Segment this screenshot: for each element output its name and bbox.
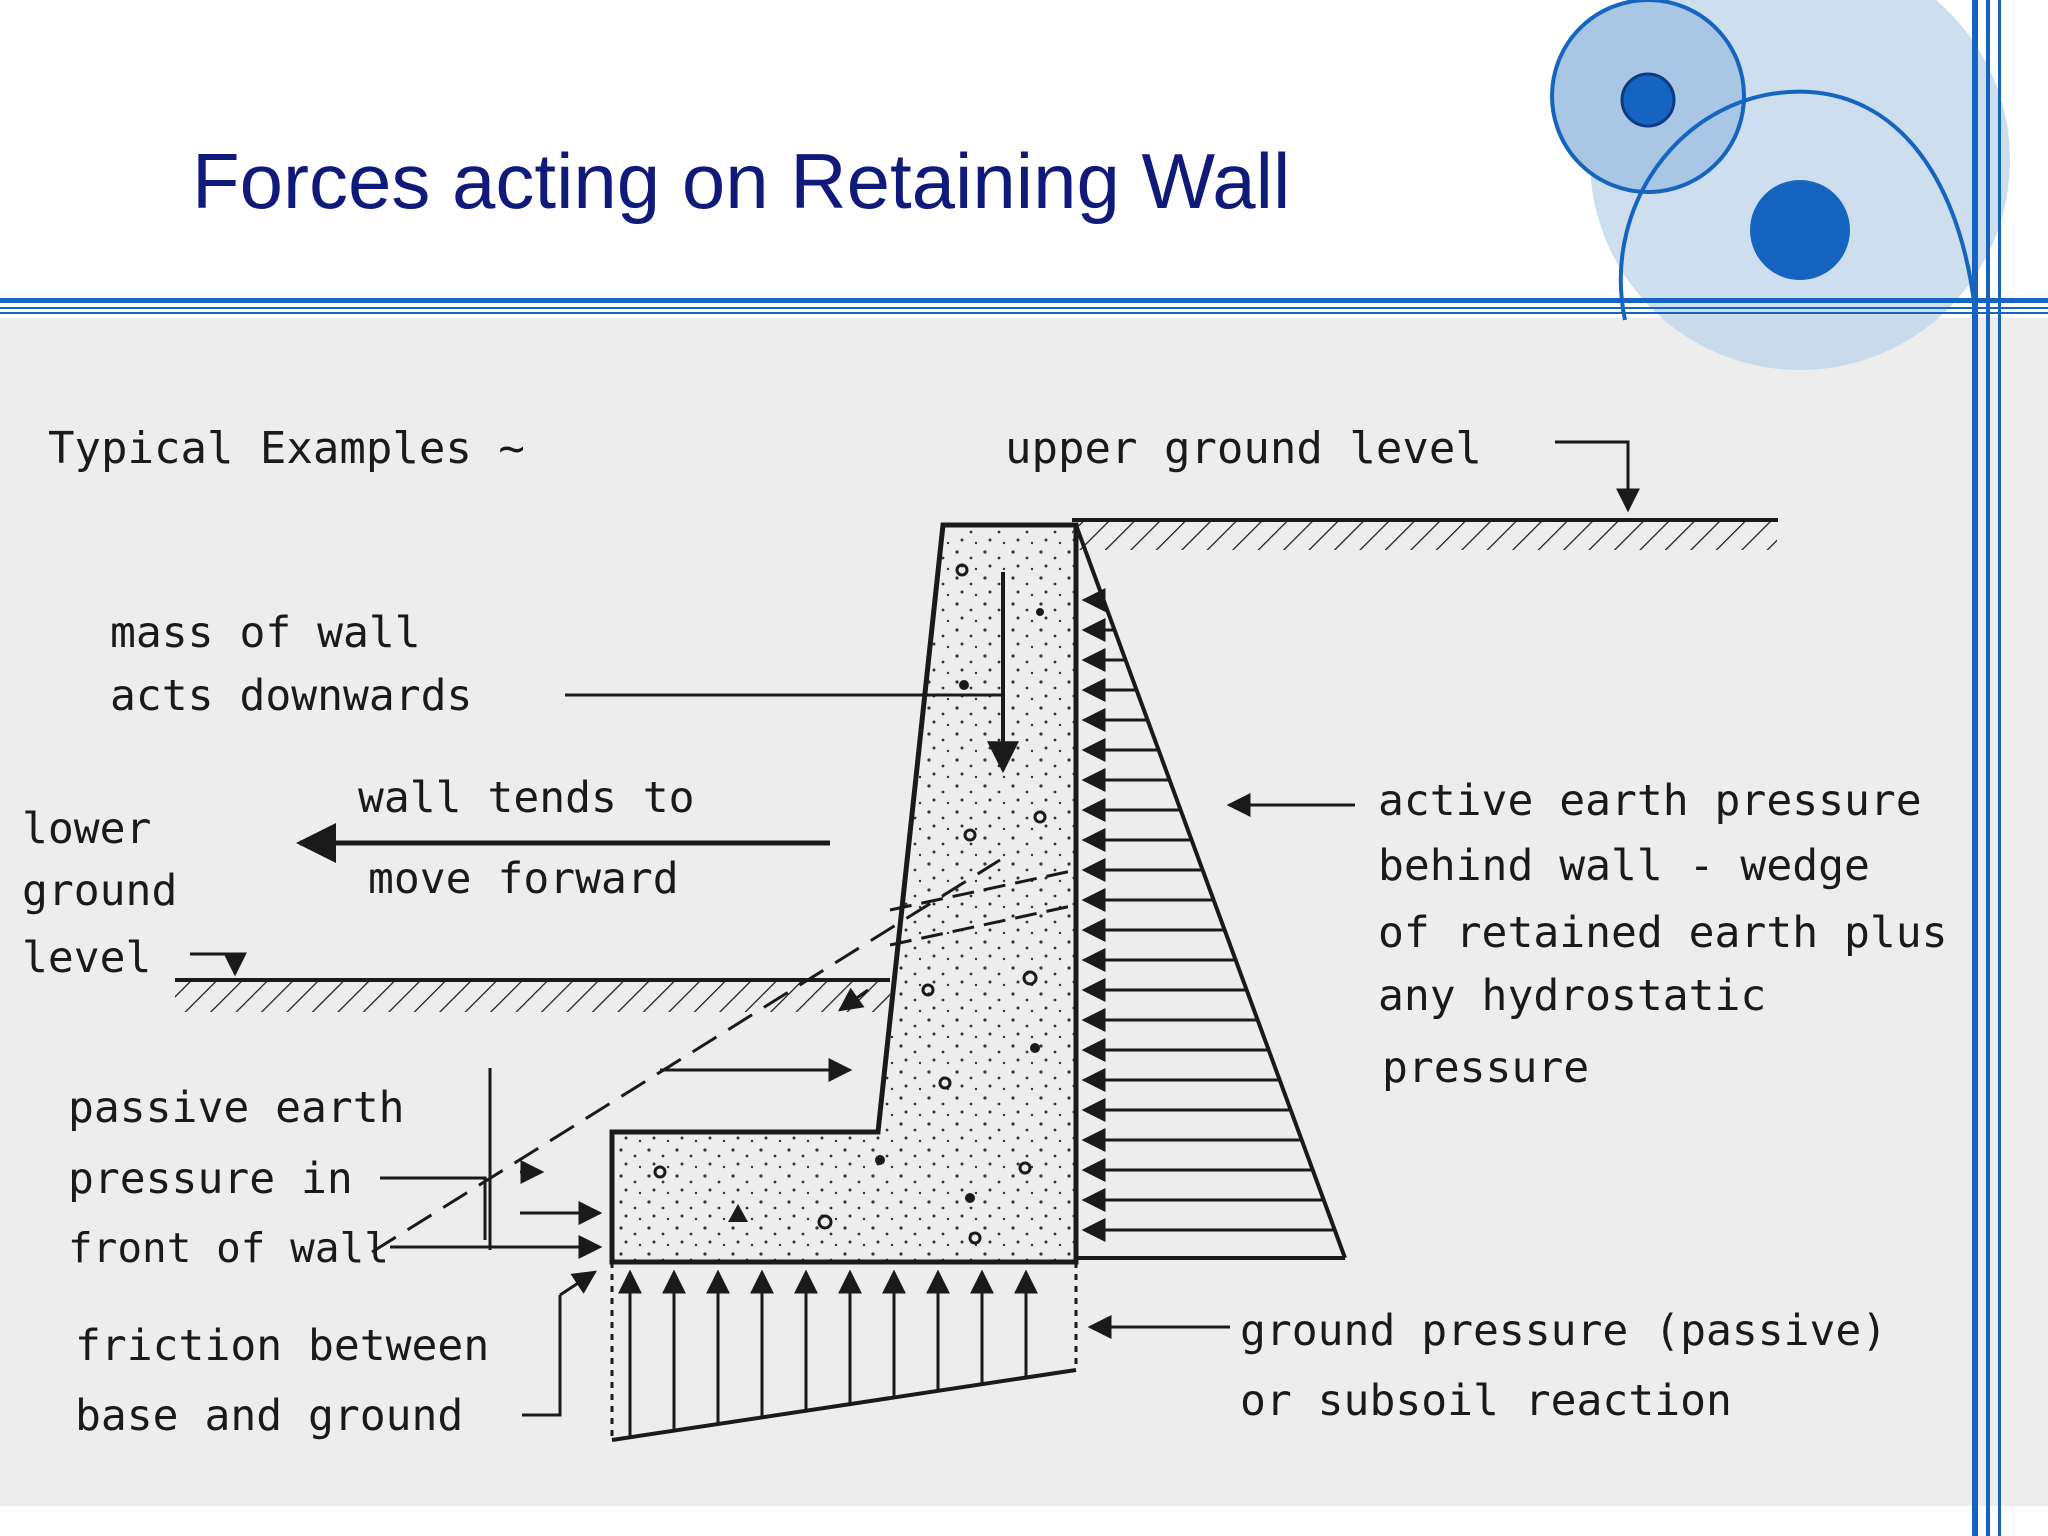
active-pressure-diagram — [1074, 524, 1355, 1260]
decorative-circles — [1550, 0, 2010, 1536]
label-mass-line-1: mass of wall — [110, 608, 421, 658]
label-active-line-1: active earth pressure — [1378, 776, 1922, 826]
diagram-labels: Typical Examples ~ upper ground level ma… — [22, 423, 1948, 1441]
label-lower-line-3: level — [22, 933, 151, 983]
arc — [1618, 89, 1977, 321]
base-reaction-diagram — [610, 1262, 1230, 1442]
label-passive-line-1: passive earth — [68, 1083, 405, 1133]
right-edge-line-2 — [1986, 0, 1990, 1536]
label-ground-line-2: or subsoil reaction — [1240, 1376, 1732, 1426]
label-active-line-5: pressure — [1382, 1043, 1589, 1093]
passive-pressure-arrows — [380, 987, 869, 1259]
right-edge-line-1 — [1972, 0, 1978, 1536]
header-separator — [0, 298, 2048, 314]
label-ground-line-1: ground pressure (passive) — [1240, 1306, 1887, 1356]
label-mass-line-2: acts downwards — [110, 671, 472, 721]
label-lower-line-2: ground — [22, 866, 177, 916]
label-passive-line-3: front of wall — [68, 1224, 389, 1272]
small-dot — [1620, 72, 1676, 128]
upper-ground — [1072, 440, 1778, 550]
label-tends-line-2: move forward — [368, 854, 679, 904]
friction-arrow — [522, 1270, 598, 1417]
label-active-line-3: of retained earth plus — [1378, 908, 1948, 958]
label-lower-line-1: lower — [22, 804, 151, 854]
lower-ground — [175, 952, 890, 1012]
wall-section — [609, 522, 1079, 1265]
slide-title: Forces acting on Retaining Wall — [192, 137, 1291, 225]
filled-dot — [1750, 180, 1850, 280]
right-edge-line-3 — [1998, 0, 2001, 1536]
label-active-line-4: any hydrostatic — [1378, 971, 1766, 1021]
label-typical-examples: Typical Examples ~ — [48, 423, 525, 474]
base-reaction-arrows — [618, 1269, 1038, 1438]
label-upper-ground-level: upper ground level — [1005, 423, 1482, 474]
label-passive-line-2: pressure in — [68, 1154, 353, 1204]
leader-lines — [296, 693, 1005, 863]
active-pressure-arrows — [1081, 588, 1335, 1242]
label-friction-line-2: base and ground — [75, 1391, 463, 1441]
lower-ground-leader — [190, 952, 247, 977]
label-tends-line-1: wall tends to — [358, 773, 695, 823]
label-active-line-2: behind wall - wedge — [1378, 841, 1870, 891]
upper-ground-leader — [1555, 440, 1640, 513]
label-friction-line-1: friction between — [75, 1321, 489, 1371]
